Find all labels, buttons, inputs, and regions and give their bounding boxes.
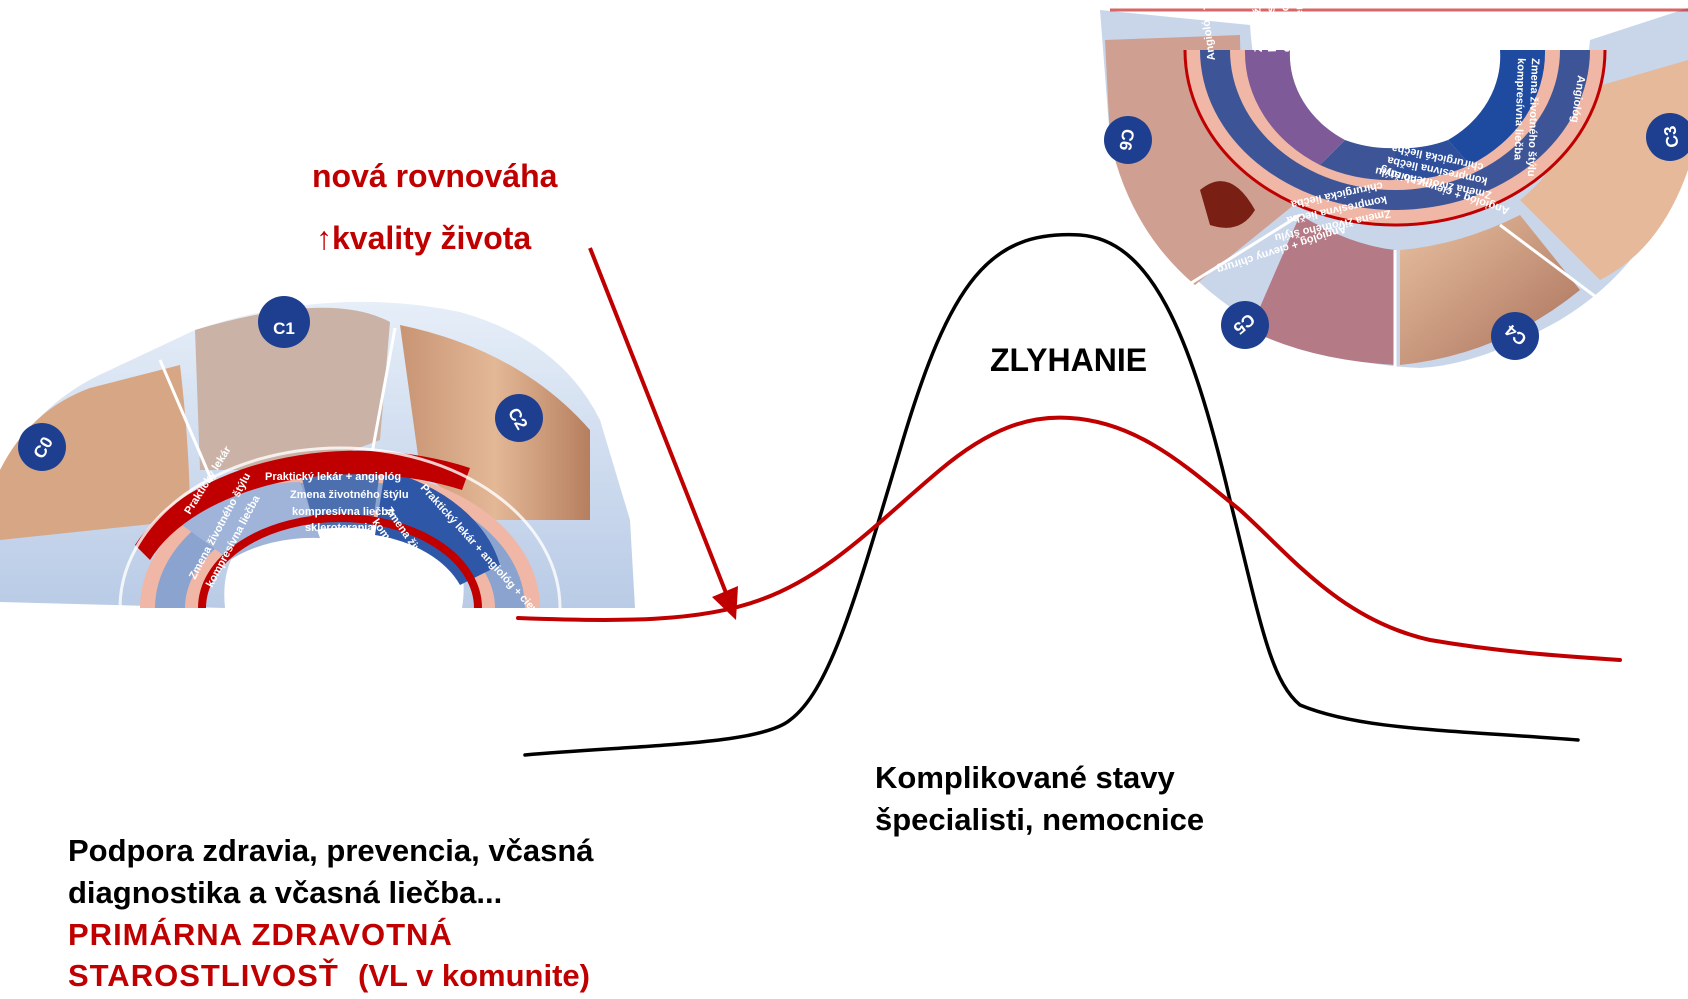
badge-c6-label: C6 <box>1115 127 1137 152</box>
complicated-cases-line1: Komplikované stavy <box>875 760 1175 796</box>
failure-label: ZLYHANIE <box>990 342 1147 379</box>
stage-wheel-right: C6 C5 C4 C3 Angiológ + cievny chirurg An… <box>1100 0 1688 368</box>
primary-care-line1: Podpora zdravia, prevencia, včasná <box>68 833 594 869</box>
badge-c3-label: C3 <box>1660 124 1682 149</box>
band-label-c1: Praktický lekár + angiológ <box>265 471 401 483</box>
primary-care-heading-word: STAROSTLIVOSŤ <box>68 958 339 993</box>
primary-care-heading-line2: STAROSTLIVOSŤ (VL v komunite) <box>68 958 590 994</box>
sector-c6-line2: kompresívna liečba <box>1263 0 1279 52</box>
new-balance-label: nová rovnováha <box>312 158 557 195</box>
quality-of-life-label: ↑kvality života <box>316 220 531 257</box>
stage-wheel-left: C0 C1 C2 Praktický lekár Praktický lekár… <box>0 296 635 656</box>
sector-c6-line3: chirurgická liečba <box>1278 0 1293 52</box>
new-balance-curve-red <box>518 418 1620 660</box>
up-arrow-icon: ↑ <box>316 220 332 256</box>
quality-of-life-text: kvality života <box>332 220 531 256</box>
primary-care-line2: diagnostika a včasná liečba... <box>68 875 502 911</box>
badge-c1-label: C1 <box>273 319 295 338</box>
sector-c6-line4: skleroterapia <box>1293 0 1307 52</box>
complicated-cases-line2: špecialisti, nemocnice <box>875 802 1204 838</box>
primary-care-heading-line1: PRIMÁRNA ZDRAVOTNÁ <box>68 917 453 953</box>
community-note: (VL v komunite) <box>358 958 590 993</box>
sector-c1-line1: Zmena životného štýlu <box>290 489 409 501</box>
